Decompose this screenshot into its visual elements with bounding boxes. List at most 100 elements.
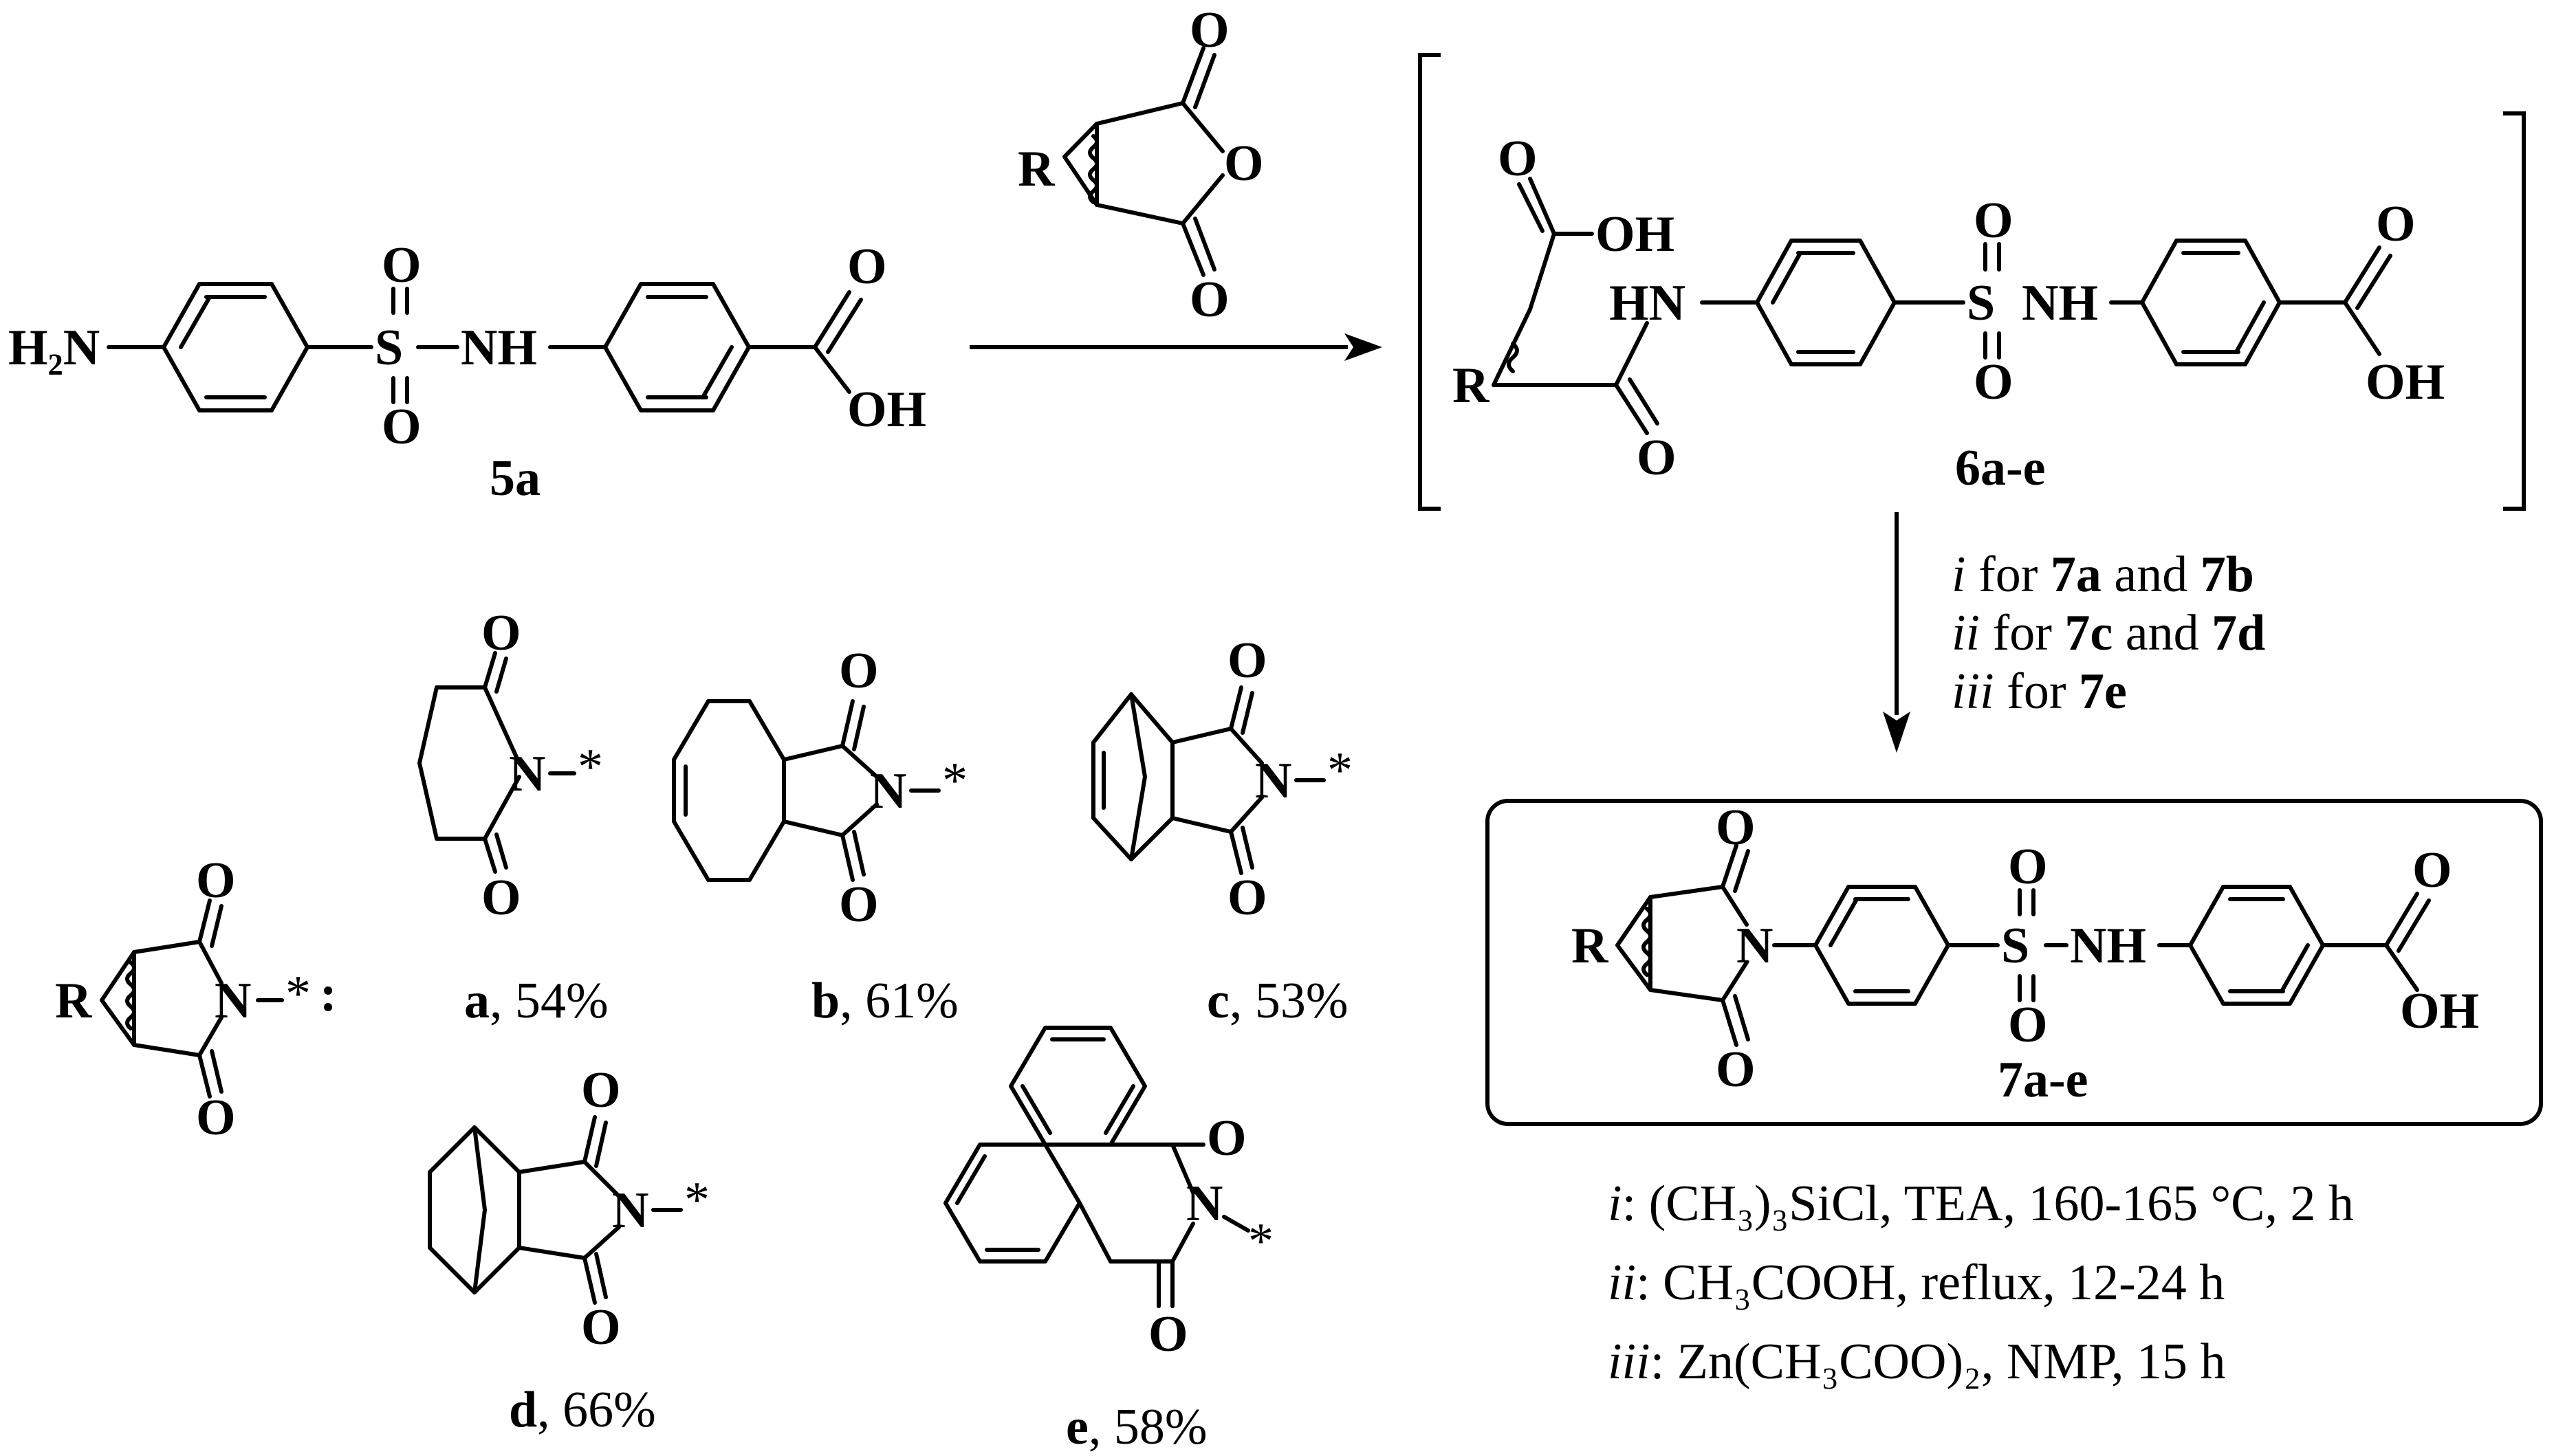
condition-line-3: iii for 7e xyxy=(1952,663,2127,720)
variant-e-caption: e, 58% xyxy=(1066,1399,1208,1455)
variant-a-nitrogen: N xyxy=(509,746,545,802)
arrow-conditions: i for 7a and 7b ii for 7c and 7d iii for… xyxy=(1952,547,2265,720)
variant-b-caption: b, 61% xyxy=(811,973,959,1029)
variant-c-id: c xyxy=(1207,973,1230,1029)
r-group-label-7: R xyxy=(1571,918,1609,974)
compound-label-6: 6a-e xyxy=(1955,440,2046,496)
benzoic-hydroxyl-6: OH xyxy=(2366,354,2445,410)
condition-2-and: and xyxy=(2113,605,2212,661)
condition-1-compound-b: 7b xyxy=(2201,547,2254,603)
variant-b-oxygen-top: O xyxy=(839,643,879,699)
variant-e-star: * xyxy=(1248,1213,1274,1270)
condition-3-for: for xyxy=(1994,663,2079,720)
variant-d-star: * xyxy=(684,1172,710,1228)
legend-line-3: iii: Zn(CH₃COO)₂, NMP, 15 h xyxy=(1608,1334,2226,1390)
condition-3-selector: iii xyxy=(1952,663,1994,720)
generic-oxygen-bottom: O xyxy=(196,1090,236,1146)
legend-1-text: : (CH₃)₃SiCl, TEA, 160-165 °C, 2 h xyxy=(1622,1176,2354,1232)
sulfonyl-oxygen-bottom-7: O xyxy=(2008,997,2048,1053)
sulfur-label-6: S xyxy=(1967,275,1995,331)
amide-nh-label: NH xyxy=(461,320,537,376)
bracket-left xyxy=(1418,53,1441,511)
condition-2-compound-b: 7d xyxy=(2212,605,2265,661)
r-group-label: R xyxy=(1018,141,1056,197)
sulfonyl-oxygen-bottom-6: O xyxy=(1974,354,2013,410)
generic-attachment-star: * xyxy=(285,966,311,1022)
reaction-arrow-2-head xyxy=(1883,712,1910,753)
variant-c-structure: O O N * xyxy=(1091,632,1353,926)
imide-nitrogen-7: N xyxy=(1736,918,1773,974)
variant-c-star: * xyxy=(1327,742,1353,799)
acid-hydroxyl-6: OH xyxy=(1595,206,1674,263)
variant-a-caption: a, 54% xyxy=(464,973,609,1029)
variant-a-oxygen-top: O xyxy=(481,605,521,661)
variant-b-structure: O O N * xyxy=(672,643,968,933)
condition-2-for: for xyxy=(1980,605,2064,661)
condition-2-compound-a: 7c xyxy=(2064,605,2113,661)
variant-d-id: d xyxy=(509,1382,537,1438)
variant-d-structure: O O N * xyxy=(428,1062,710,1356)
variant-d-oxygen-bottom: O xyxy=(581,1299,621,1356)
sulfonyl-oxygen-top-7: O xyxy=(2008,839,2048,895)
legend-3-key: iii xyxy=(1608,1334,1650,1390)
condition-1-for: for xyxy=(1966,547,2051,603)
variant-c-yield: , 53% xyxy=(1230,973,1349,1029)
legend-line-1: i: (CH₃)₃SiCl, TEA, 160-165 °C, 2 h xyxy=(1608,1176,2354,1232)
variant-d-caption: d, 66% xyxy=(509,1382,656,1438)
anhydride-oxygen-top: O xyxy=(1190,2,1230,58)
generic-oxygen-top: O xyxy=(196,852,236,909)
variant-e-nitrogen: N xyxy=(1186,1176,1223,1232)
hydroxyl-label: OH xyxy=(847,382,926,438)
sulfur-label-7: S xyxy=(2001,918,2029,974)
bracket-right xyxy=(2503,111,2526,511)
variant-b-yield: , 61% xyxy=(840,973,959,1029)
variant-d-oxygen-top: O xyxy=(581,1062,621,1118)
variant-d-yield: , 66% xyxy=(537,1382,656,1438)
variant-c-nitrogen: N xyxy=(1255,753,1291,809)
generic-imide-definition: R O N O * : xyxy=(55,852,337,1146)
product-box xyxy=(1485,799,2543,1126)
variant-b-oxygen-bottom: O xyxy=(839,876,879,933)
acid-carbonyl-oxygen-6: O xyxy=(1498,131,1538,187)
carbonyl-oxygen: O xyxy=(847,239,887,295)
variant-a-structure: O O N * xyxy=(417,605,603,926)
sulfonyl-oxygen-top-6: O xyxy=(1974,192,2013,249)
compound-7-structure: R O N O S O O NH xyxy=(1571,799,2479,1098)
variant-e-oxygen-bottom: O xyxy=(1148,1306,1188,1363)
sulfonamide-nh-6: NH xyxy=(2022,275,2098,331)
variant-b-nitrogen: N xyxy=(870,763,906,819)
variant-c-oxygen-top: O xyxy=(1227,632,1267,689)
sulfonyl-oxygen-top: O xyxy=(382,237,422,294)
condition-line-1: i for 7a and 7b xyxy=(1952,547,2254,603)
generic-colon: : xyxy=(320,966,337,1022)
legend-line-2: ii: CH₃COOH, reflux, 12-24 h xyxy=(1608,1255,2225,1311)
imide-oxygen-top-7: O xyxy=(1716,799,1756,856)
r-group-label-6: R xyxy=(1452,357,1490,414)
variant-b-id: b xyxy=(811,973,840,1029)
variant-e-structure: O O N * xyxy=(943,1026,1274,1363)
benzoic-hydroxyl-7: OH xyxy=(2400,983,2479,1039)
condition-2-selector: ii xyxy=(1952,605,1980,661)
variant-a-yield: , 54% xyxy=(490,973,609,1029)
conditions-legend: i: (CH₃)₃SiCl, TEA, 160-165 °C, 2 h ii: … xyxy=(1608,1176,2354,1390)
cyclic-anhydride-reagent: R O O O xyxy=(1018,2,1264,328)
variant-a-oxygen-bottom: O xyxy=(481,870,521,926)
reaction-arrow-1-head xyxy=(1344,333,1382,361)
variant-c-caption: c, 53% xyxy=(1207,973,1349,1029)
sulfur-label: S xyxy=(375,320,403,376)
condition-3-compound-a: 7e xyxy=(2079,663,2127,720)
anhydride-ring-oxygen: O xyxy=(1224,135,1264,192)
compound-6-structure: R O OH HN O S O O NH xyxy=(1452,131,2445,486)
variant-d-nitrogen: N xyxy=(612,1182,648,1239)
legend-2-text: : CH₃COOH, reflux, 12-24 h xyxy=(1636,1255,2225,1311)
condition-1-and: and xyxy=(2102,547,2201,603)
condition-line-2: ii for 7c and 7d xyxy=(1952,605,2265,661)
condition-1-selector: i xyxy=(1952,547,1966,603)
legend-3-text: : Zn(CH₃COO)₂, NMP, 15 h xyxy=(1650,1334,2226,1390)
benzoic-carbonyl-oxygen-7: O xyxy=(2412,842,2452,898)
variant-a-star: * xyxy=(578,739,603,795)
variant-b-star: * xyxy=(942,753,968,809)
variant-e-yield: , 58% xyxy=(1089,1399,1208,1455)
compound-5a-structure: H₂N S O O NH O OH xyxy=(8,237,926,455)
